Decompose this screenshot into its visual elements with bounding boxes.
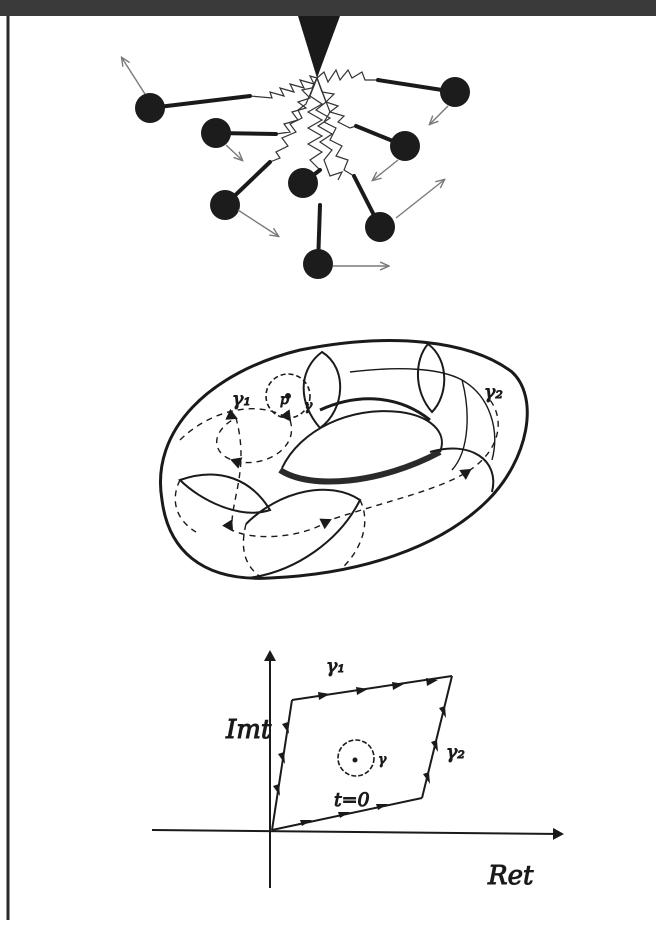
axis-label-real: Ret (487, 861, 534, 891)
velocity-arrow-6 (238, 210, 278, 236)
ball-2 (440, 77, 470, 107)
rod-1 (150, 96, 250, 108)
arrowhead-left-1 (282, 722, 289, 734)
torus-label-gamma2: γ₂ (484, 381, 503, 403)
arrowhead-bottom-1 (300, 820, 312, 826)
torus-inner-shadow (320, 399, 430, 420)
gamma1-path (180, 400, 498, 537)
torus-inner-hole-bottom (280, 452, 440, 482)
meridian-loop-4 (246, 490, 360, 578)
plane-label-gamma: γ (378, 752, 387, 768)
torus-label-point: p (280, 392, 289, 408)
gamma2-path (350, 369, 495, 470)
meridian-loop-2 (418, 344, 444, 412)
arrowhead-bottom-2 (338, 812, 350, 818)
ball-4 (390, 131, 420, 161)
meridian-loop-3 (180, 475, 270, 513)
meridian-loop-dashed-3 (175, 480, 196, 532)
velocity-arrow-2 (430, 106, 448, 124)
gamma-center-dot (353, 758, 357, 762)
meridian-loop-dashed-1 (243, 524, 262, 578)
velocity-arrow-1 (122, 58, 145, 94)
gamma2-left-edge (272, 700, 292, 830)
ball-5 (288, 168, 318, 198)
spring-2 (317, 70, 378, 82)
torus-label-gamma: γ (304, 398, 313, 414)
figure-complex-plane: Imt Ret γ₁ γ₂ γ t=0 (152, 652, 562, 891)
torus-label-gamma1: γ₁ (232, 388, 251, 410)
velocity-arrow-3 (226, 145, 242, 160)
real-axis (152, 830, 562, 834)
pivot-cone (298, 16, 340, 78)
velocity-arrow-4 (373, 160, 398, 180)
plane-label-origin: t=0 (334, 789, 370, 811)
top-shadow-band (0, 0, 656, 16)
ball-1 (135, 93, 165, 123)
velocity-arrow-7 (396, 180, 444, 218)
ball-7 (365, 212, 395, 242)
arrowhead-bottom-3 (376, 804, 388, 810)
gamma2-right-edge (422, 676, 452, 798)
figure-spring-oscillators (122, 16, 470, 279)
axis-label-imaginary: Imt (225, 715, 272, 745)
torus-outer-rim (160, 341, 527, 579)
spring-4 (317, 78, 356, 128)
ball-8 (303, 249, 333, 279)
plane-label-gamma2: γ₂ (446, 741, 465, 763)
spring-5 (308, 78, 322, 170)
arrowhead-top-1 (318, 692, 330, 700)
ball-3 (201, 118, 231, 148)
ball-6 (210, 190, 240, 220)
figure-torus: γ₁ γ₂ γ p (160, 341, 527, 579)
plane-label-gamma1: γ₁ (326, 655, 345, 677)
